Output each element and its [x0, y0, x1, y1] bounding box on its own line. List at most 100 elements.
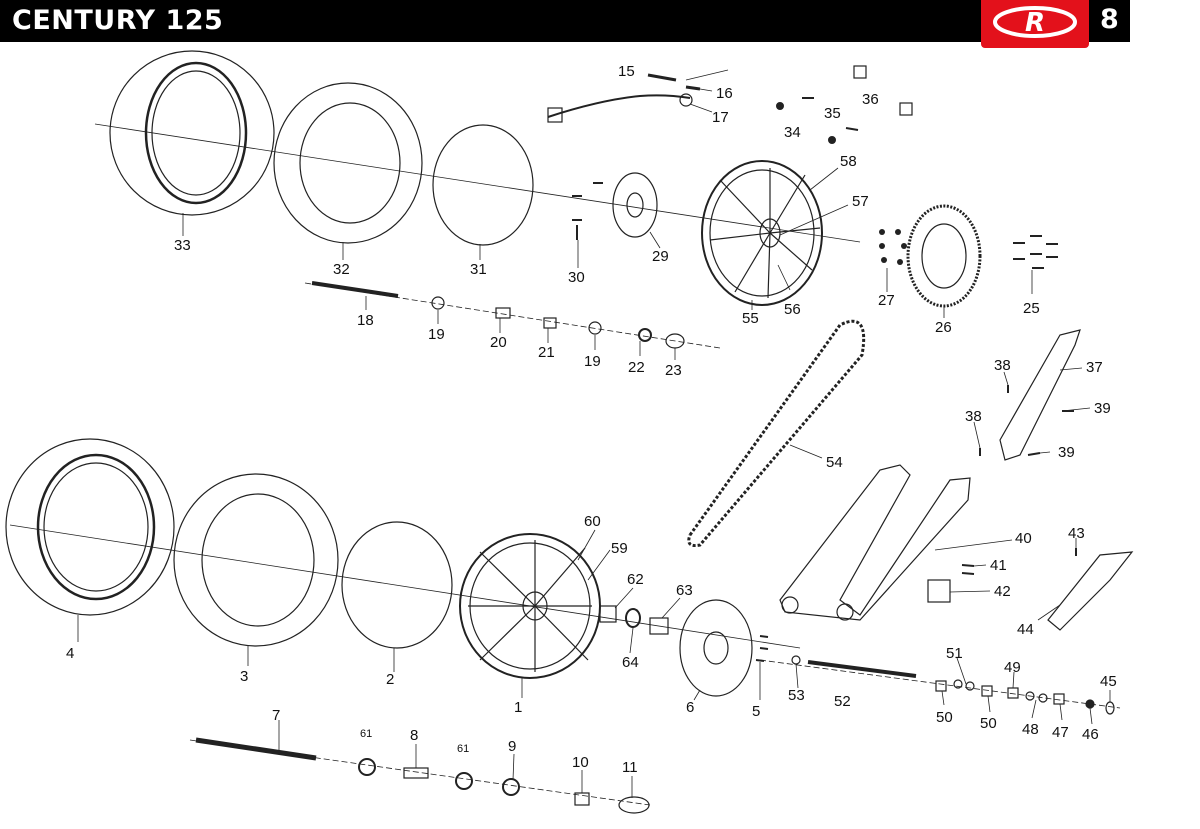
callout-29: 29	[652, 248, 669, 265]
callout-46: 46	[1082, 726, 1099, 743]
rear-wheel-55	[701, 160, 823, 306]
callout-8: 8	[410, 727, 418, 744]
callout-41: 41	[990, 557, 1007, 574]
disc-bolts-5	[755, 635, 769, 662]
bolts-41	[961, 564, 975, 575]
brand-logo-icon: R	[993, 6, 1077, 38]
speedo-parts-62-64	[599, 605, 669, 635]
callout-56: 56	[784, 301, 801, 318]
callout-50-left: 50	[936, 709, 953, 726]
callout-52: 52	[834, 693, 851, 710]
callout-9: 9	[508, 738, 516, 755]
svg-text:R: R	[1025, 8, 1045, 38]
callout-25: 25	[1023, 300, 1040, 317]
callout-64: 64	[622, 654, 639, 671]
bolts-34-35	[776, 97, 859, 144]
callout-6: 6	[686, 699, 694, 716]
header-bar: CENTURY 125	[0, 0, 1130, 42]
callout-55: 55	[742, 310, 759, 327]
callout-59: 59	[611, 540, 628, 557]
bearing-61a	[358, 758, 376, 776]
callout-34: 34	[784, 124, 801, 141]
callout-50-right: 50	[980, 715, 997, 732]
bushings-50-51	[935, 679, 993, 697]
callout-38-upper: 38	[994, 357, 1011, 374]
callout-31: 31	[470, 261, 487, 278]
callout-11: 11	[622, 759, 638, 776]
callout-21: 21	[538, 344, 555, 361]
callout-61-left: 61	[360, 728, 372, 740]
speed-sensor-cable-17	[547, 73, 701, 123]
callout-47: 47	[1052, 724, 1069, 741]
callout-62: 62	[627, 571, 644, 588]
callout-36: 36	[862, 91, 879, 108]
callout-61-right: 61	[457, 743, 469, 755]
bracket-36	[853, 65, 913, 116]
spacer-21	[543, 317, 557, 329]
callout-15: 15	[618, 63, 635, 80]
callout-39-lower: 39	[1058, 444, 1075, 461]
spacer-20	[495, 307, 511, 319]
callout-17: 17	[712, 109, 729, 126]
page-number: 8	[1100, 4, 1119, 35]
leader-lines	[77, 69, 1111, 798]
front-axle-7	[195, 737, 317, 761]
callout-3: 3	[240, 668, 248, 685]
rear-axle-centerline	[304, 282, 721, 349]
cap-11	[618, 796, 650, 814]
callout-51: 51	[946, 645, 963, 662]
callout-labels: 33 32 31 30 29 15 16 17 34 35 36 58 57 5…	[66, 63, 1117, 776]
chain-adjuster-42	[927, 579, 951, 603]
callout-39-upper: 39	[1094, 400, 1111, 417]
callout-32: 32	[333, 261, 350, 278]
callout-5: 5	[752, 703, 760, 720]
front-tube-3	[173, 473, 339, 647]
drive-chain-54	[687, 319, 866, 547]
page-title: CENTURY 125	[12, 5, 224, 36]
rear-brake-disc-29	[612, 172, 658, 238]
sprocket-bolts-25	[1013, 235, 1058, 269]
swingarm-40	[779, 464, 971, 621]
sprocket-nuts-27	[879, 229, 907, 265]
callout-48: 48	[1022, 721, 1039, 738]
bearing-22	[638, 328, 652, 342]
callout-7: 7	[272, 707, 280, 724]
callout-63: 63	[676, 582, 693, 599]
callout-54: 54	[826, 454, 843, 471]
rear-axis-centerline	[94, 123, 861, 243]
callout-2: 2	[386, 671, 394, 688]
spacer-19a	[431, 296, 445, 310]
callout-35: 35	[824, 105, 841, 122]
callout-20: 20	[490, 334, 507, 351]
callout-60: 60	[584, 513, 601, 530]
callout-10: 10	[572, 754, 589, 771]
rear-axle-18	[311, 281, 399, 298]
callout-40: 40	[1015, 530, 1032, 547]
swingarm-axle-52	[807, 660, 917, 678]
seal-9	[502, 778, 520, 796]
callout-30: 30	[568, 269, 585, 286]
callout-37: 37	[1086, 359, 1103, 376]
callout-57: 57	[852, 193, 869, 210]
rear-sprocket-26	[906, 204, 982, 308]
callout-38-lower: 38	[965, 408, 982, 425]
rear-disc-bolts-30	[572, 182, 603, 240]
rear-rim-band-31	[432, 124, 534, 246]
callout-45: 45	[1100, 673, 1117, 690]
callout-44: 44	[1017, 621, 1034, 638]
callout-42: 42	[994, 583, 1011, 600]
callout-58: 58	[840, 153, 857, 170]
callout-16: 16	[716, 85, 733, 102]
chain-slider-44	[1047, 548, 1134, 631]
front-rim-band-2	[341, 521, 453, 649]
front-tire-4	[5, 438, 175, 616]
callout-22: 22	[628, 359, 645, 376]
callout-1: 1	[514, 699, 522, 716]
callout-53: 53	[788, 687, 805, 704]
rear-tube-32	[273, 82, 423, 244]
callout-49: 49	[1004, 659, 1021, 676]
callout-43: 43	[1068, 525, 1085, 542]
callout-33: 33	[174, 237, 191, 254]
front-wheel-1	[459, 533, 601, 679]
